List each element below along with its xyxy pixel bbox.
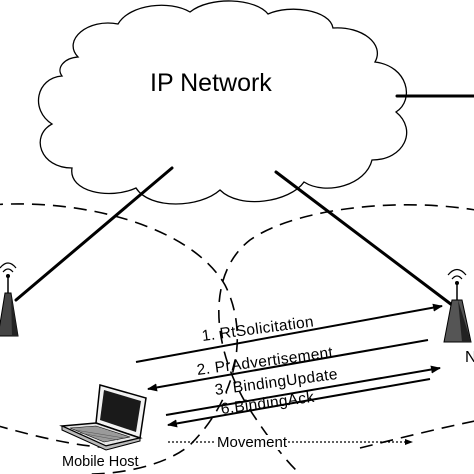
ip-network-label: IP Network	[150, 69, 272, 97]
mobile-host-label: Mobile Host	[62, 454, 139, 470]
coverage-areas	[0, 203, 474, 474]
arrow-rt-solicitation	[135, 303, 443, 363]
ip-network-cloud	[37, 0, 408, 205]
arrow-binding-ack	[167, 378, 431, 428]
message-arrows	[135, 303, 443, 428]
movement-label: Movement	[216, 434, 289, 451]
new-router-label-cut: N	[465, 349, 474, 366]
arrow-binding-update	[165, 365, 441, 416]
old-access-router-icon	[0, 262, 19, 337]
arrow-pr-advertisement	[147, 339, 429, 392]
link-network-to-new-router	[274, 170, 454, 307]
link-network-to-old-router	[14, 166, 174, 302]
mobile-host-laptop-icon	[59, 384, 147, 451]
new-cell-lower-boundary	[359, 420, 474, 449]
old-cell-boundary	[0, 203, 239, 474]
new-cell-boundary	[218, 204, 474, 474]
new-access-router-icon	[443, 268, 472, 343]
network-links	[14, 94, 474, 307]
